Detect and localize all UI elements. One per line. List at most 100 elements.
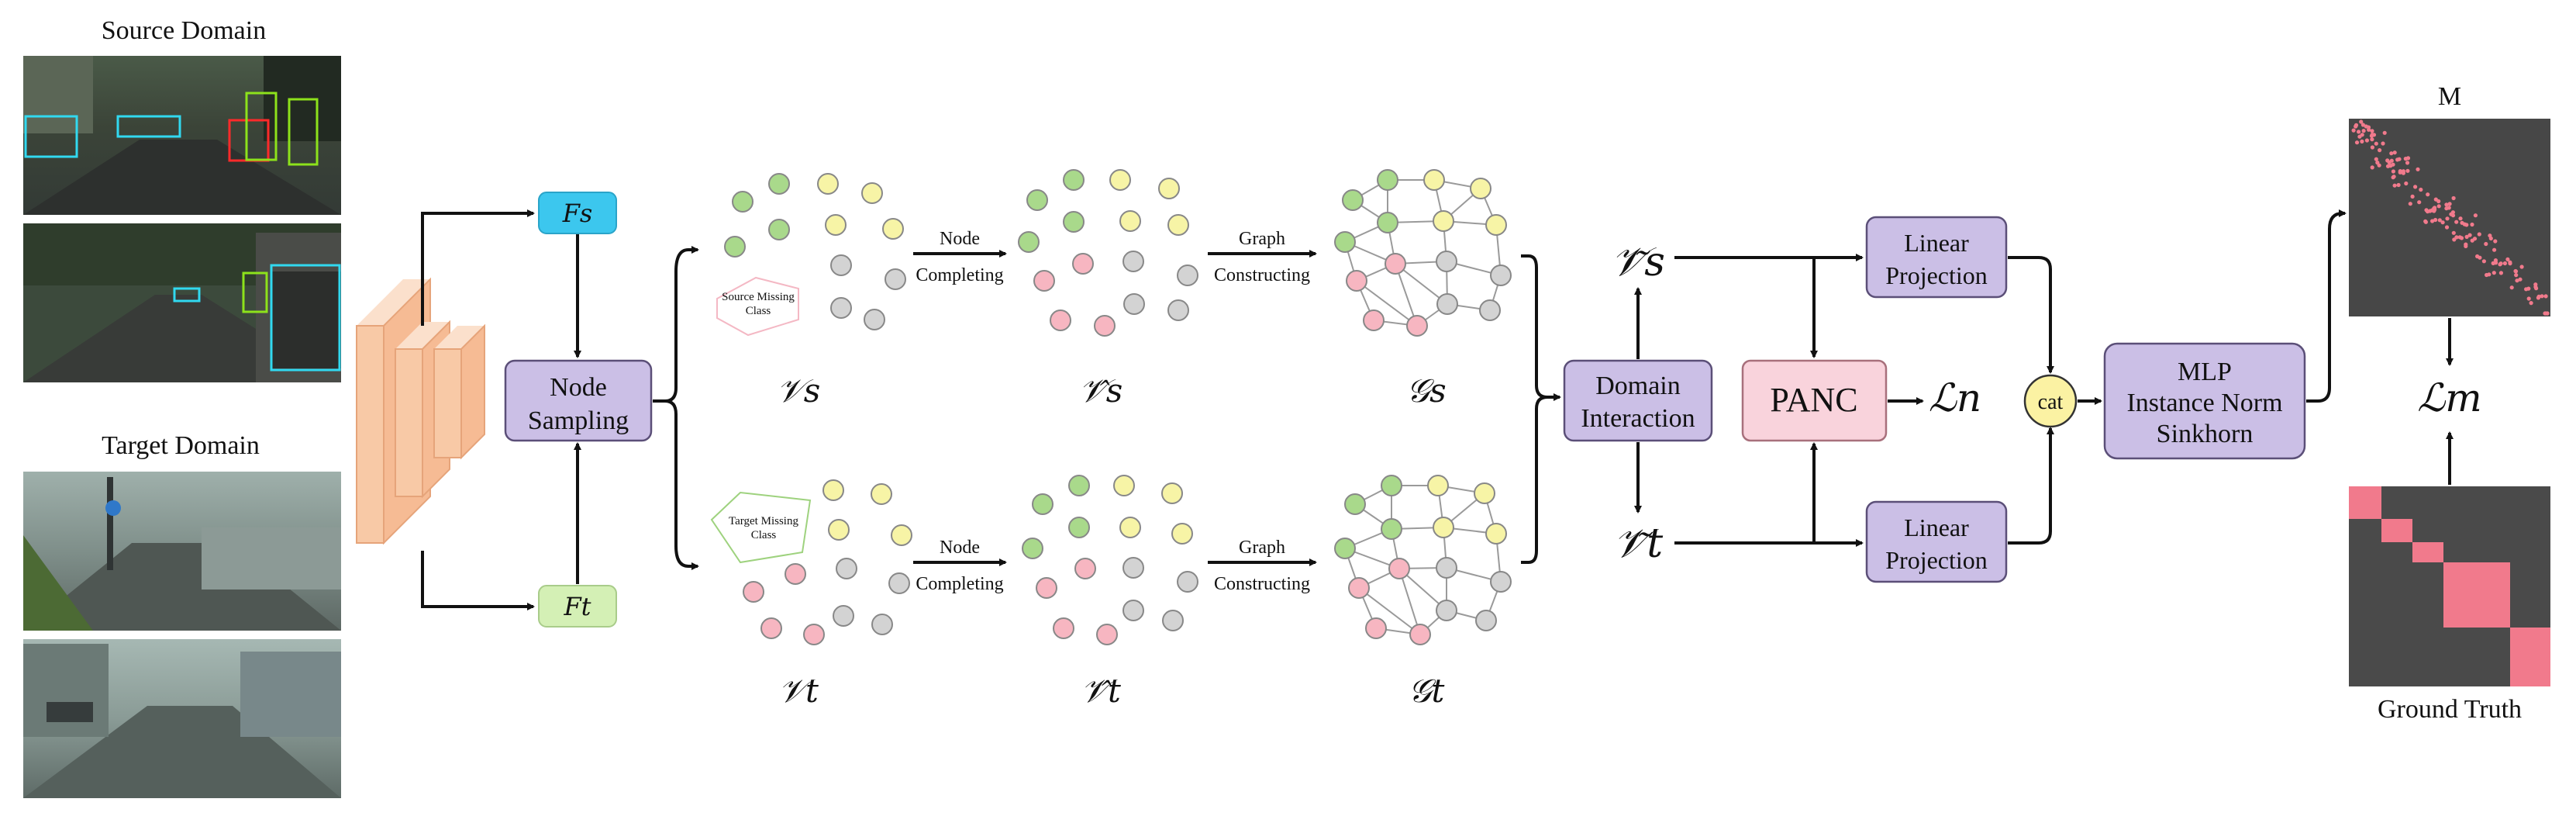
matrix-dot [2526,296,2531,301]
matrix-dot [2359,119,2364,124]
v-t-label: 𝒱t [778,672,819,710]
matrix-dot [2405,156,2411,161]
matrix-dot [2392,175,2396,179]
target-missing-class-label-2: Class [751,529,777,541]
matrix-dot [2430,219,2435,223]
matrix-dot [2509,285,2514,290]
matrix-dot [2410,194,2415,199]
matrix-dot [2534,286,2539,291]
matrix-dot [2464,223,2469,227]
node-sampling-box: Node Sampling [504,359,653,442]
vtilde-s-label: 𝒱̃s [1611,239,1665,285]
cnn-backbone [356,277,485,545]
matrix-dot [2392,183,2397,188]
matrix-dot [2391,169,2395,174]
matrix-dot [2360,123,2365,127]
matrix-dot [2419,187,2423,192]
arrow-mlp-to-matrix [2306,209,2347,403]
linear-projection-source-box: Linear Projection [1865,216,2008,299]
v-s-label: 𝒱s [777,372,821,410]
source-image-2 [23,223,341,382]
matrix-dot [2360,139,2364,143]
panc-box: PANC [1741,359,1888,442]
linear-projection-target-label-1: Linear [1904,513,1969,541]
matrix-dot [2498,271,2503,275]
matrix-dot [2481,259,2486,264]
cat-label: cat [2038,390,2064,414]
graph-constructing-target-label-1: Graph [1239,538,1285,558]
graph-constructing-source-label-1: Graph [1239,229,1285,249]
ground-truth-matrix [2349,486,2550,686]
matrix-dot [2477,232,2481,237]
cat-node: cat [2023,374,2078,428]
matrix-dot [2433,197,2438,202]
matrix-dot [2513,268,2518,274]
matrix-dot [2493,239,2498,244]
matrix-dot [2478,255,2482,260]
matrix-dot [2440,220,2445,225]
matrix-dot [2467,233,2472,237]
graph-constructing-source-label-2: Constructing [1214,265,1310,285]
matrix-dot [2361,129,2366,133]
matrix-dot [2366,125,2371,130]
linear-projection-source-label-1: Linear [1904,229,1969,257]
matrix-dot [2370,165,2374,170]
matrix-dot [2405,168,2410,173]
node-completing-source-label-2: Completing [916,265,1003,285]
matrix-dot [2426,192,2430,197]
arrow-to-target-nodes [664,399,699,570]
source-missing-class-label-1: Source Missing [722,291,795,303]
target-missing-class-label-1: Target Missing [729,515,798,527]
matrix-dot [2492,247,2497,252]
matrix-dot [2498,261,2503,266]
arrow-projection-source-to-cat [2008,256,2054,374]
matrix-dot [2543,294,2548,299]
node-sampling-label-2: Sampling [528,406,629,435]
matrix-dot [2540,294,2544,299]
matrix-dot [2391,162,2395,167]
target-domain-title: Target Domain [102,431,260,460]
domain-interaction-box: Domain Interaction [1563,359,1713,442]
matrix-dot [2543,311,2548,316]
matrix-dot [2492,271,2496,275]
linear-projection-source-label-2: Projection [1885,261,1988,289]
node-completing-target-label-2: Completing [916,574,1003,594]
matrix-dot [2354,123,2359,127]
source-node-set: Source Missing Class [716,173,906,337]
source-missing-class-label-2: Class [746,305,771,317]
target-image-1 [23,472,341,631]
loss-n-label: ℒn [1929,375,1981,420]
matrix-dot [2473,213,2478,218]
matrix-dot [2377,163,2381,168]
matrix-dot [2396,182,2401,188]
matrix-dot [2515,278,2519,283]
mlp-box: MLP Instance Norm Sinkhorn [2103,342,2306,460]
matrix-dot [2505,257,2510,261]
matrix-dot [2405,161,2410,165]
matrix-dot [2436,204,2441,209]
completed-source-node-set [1018,169,1198,337]
matrix-dot [2357,134,2362,139]
g-s-label: 𝒢s [1406,372,1446,410]
feature-target-box: Ft [538,585,617,628]
matrix-dot [2444,225,2450,230]
matrix-dot [2433,217,2438,223]
matrix-dot [2385,158,2390,163]
matrix-dot [2454,235,2459,240]
matrix-dot [2451,230,2456,235]
matrix-dot [2488,233,2492,238]
g-t-label: 𝒢t [1409,672,1445,710]
matrix-dot [2389,158,2394,163]
feature-target-label: Ft [563,592,591,621]
matrix-dot [2487,272,2492,277]
matrix-dot [2470,222,2474,227]
matching-matrix [2349,119,2550,316]
source-image-1 [23,56,341,215]
matrix-dot [2493,258,2498,263]
matrix-dot [2398,170,2402,175]
vtilde-t-label: 𝒱̃t [1613,520,1663,567]
matrix-dot [2374,141,2378,146]
node-completing-target-label-1: Node [940,538,980,558]
ground-truth-label: Ground Truth [2378,695,2522,724]
